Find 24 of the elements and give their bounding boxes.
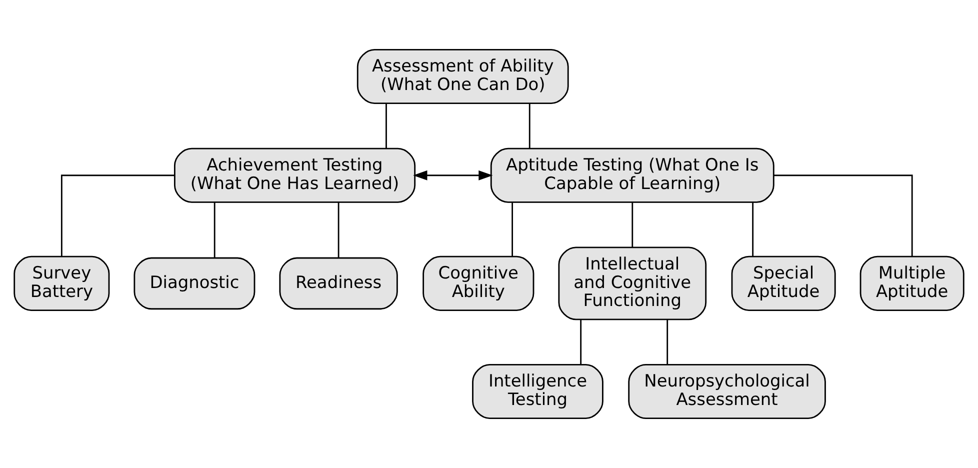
- node-box: Diagnostic: [134, 257, 256, 310]
- connector: [666, 320, 668, 364]
- node-box: Survey Battery: [14, 256, 110, 311]
- connector: [580, 320, 582, 364]
- node-box: Multiple Aptitude: [860, 256, 964, 311]
- connector: [774, 174, 913, 256]
- node-box: Cognitive Ability: [422, 256, 534, 311]
- connector: [528, 104, 530, 148]
- node-box: Readiness: [279, 257, 398, 310]
- node-box: Assessment of Ability (What One Can Do): [356, 48, 569, 104]
- connector: [512, 202, 514, 257]
- node-box: Achievement Testing (What One Has Learned): [174, 148, 416, 203]
- arrow: [413, 170, 493, 180]
- node-box: Intelligence Testing: [472, 364, 604, 420]
- node-box: Special Aptitude: [731, 256, 836, 311]
- node-box: Aptitude Testing (What One Is Capable of Learning): [490, 148, 774, 203]
- connector: [632, 202, 634, 248]
- connector: [752, 202, 754, 257]
- connector: [338, 202, 340, 258]
- connector: [386, 104, 387, 148]
- node-box: Intellectual and Cognitive Functioning: [558, 246, 707, 320]
- node-box: Neuropsychological Assessment: [628, 364, 826, 420]
- connector: [214, 202, 216, 258]
- connector: [60, 174, 174, 256]
